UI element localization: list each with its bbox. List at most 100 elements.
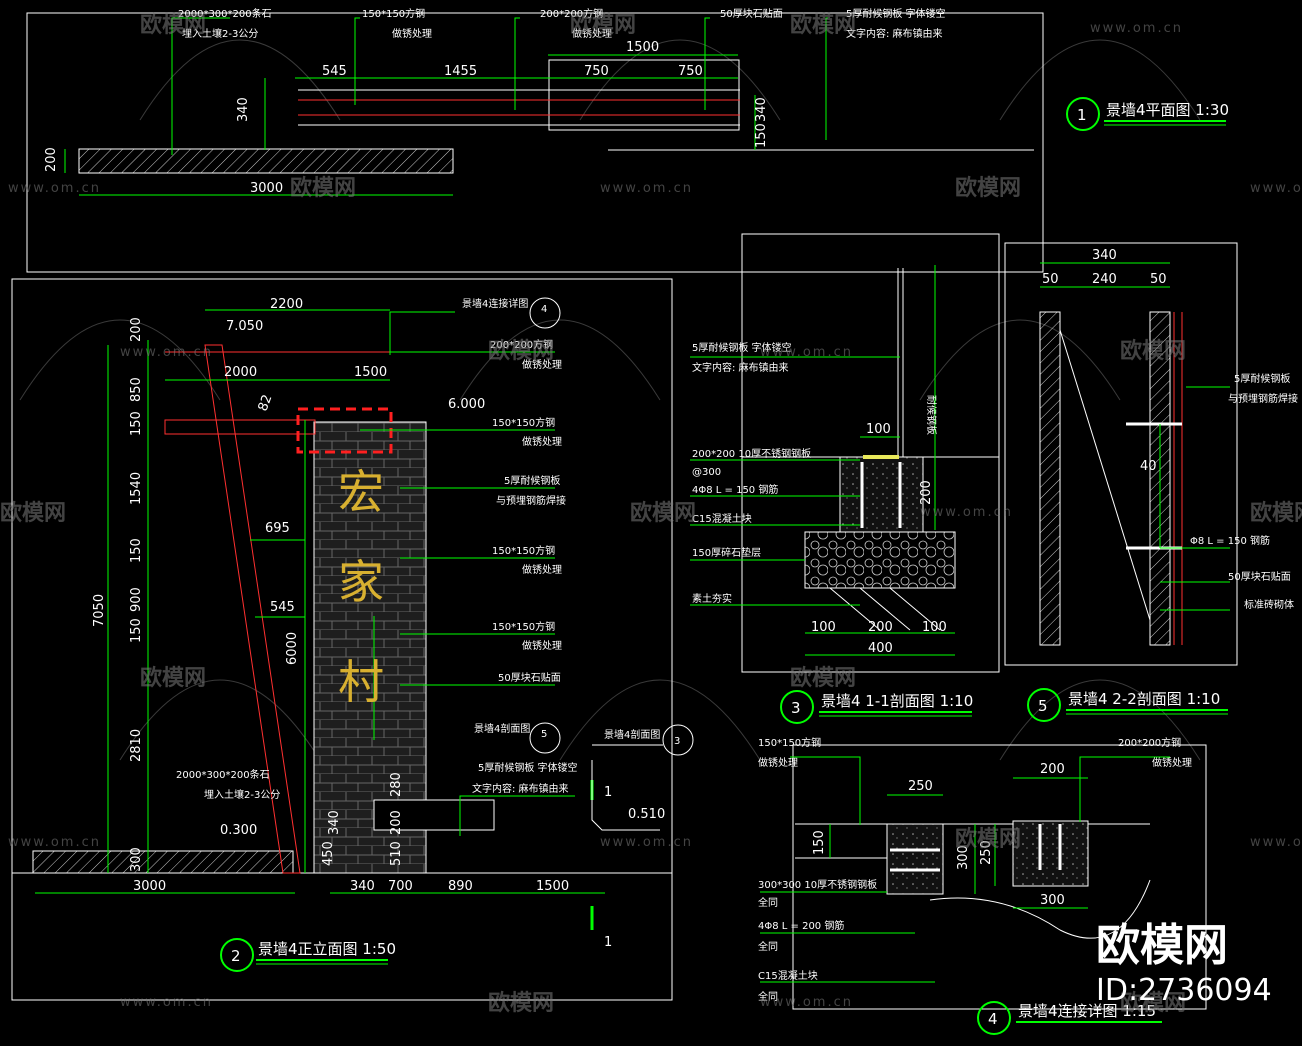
detail-dim-250b: 250 — [979, 840, 994, 865]
section11-gravel-bed — [804, 531, 956, 589]
elev-angle: 82 — [256, 393, 276, 414]
plan-dim-1500: 1500 — [626, 40, 659, 55]
sec11-dim-100a: 100 — [811, 620, 836, 635]
detail-note-4: 做锈处理 — [1152, 756, 1192, 769]
elev-title: 景墙4正立面图 1:50 — [258, 940, 396, 958]
wm-10: www.om.cn — [120, 345, 213, 360]
elev-note-2: 做锈处理 — [522, 358, 562, 371]
plan-dim-3000: 3000 — [250, 181, 283, 196]
elev-char-1: 宏 — [338, 465, 384, 519]
detail-note-10: 全同 — [758, 990, 778, 1003]
plan-dim-1455: 1455 — [444, 64, 477, 79]
elev-dim-340b: 340 — [350, 879, 375, 894]
wm-25: 欧模网 — [488, 990, 554, 1016]
elev-note-11: 50厚块石贴面 — [498, 671, 561, 684]
plan-note-4: 做锈处理 — [392, 27, 432, 40]
sec11-dim-400: 400 — [868, 641, 893, 656]
sec11-note-4: @300 — [692, 467, 721, 478]
elev-dim-left-10: 7050 — [92, 594, 107, 627]
wm-8: 欧模网 — [955, 175, 1021, 201]
elev-note-4: 做锈处理 — [522, 435, 562, 448]
watermarks: 欧模网 欧模网 欧模网 www.om.cn www.om.cn 欧模网 www.… — [0, 12, 1302, 1016]
elev-num: 2 — [231, 947, 241, 965]
plan-dim-545: 545 — [322, 64, 347, 79]
elev-note-15: 埋入土壤2-3公分 — [204, 788, 280, 801]
elev-note-1: 200*200方钢 — [490, 338, 553, 351]
connection-detail-view[interactable]: 150*150方钢 做锈处理 200*200方钢 做锈处理 300*300 10… — [758, 736, 1207, 1035]
wm-18: 欧模网 — [140, 665, 206, 691]
detail-note-1: 150*150方钢 — [758, 736, 821, 749]
sec11-num: 3 — [791, 699, 801, 717]
plan-note-7: 50厚块石贴面 — [720, 7, 783, 20]
elev-dim-1500b: 1500 — [536, 879, 569, 894]
sec22-num: 5 — [1038, 697, 1048, 715]
wm-13: 欧模网 — [1120, 338, 1186, 364]
section-2-2-view[interactable]: 340 50 240 50 40 5厚耐候钢板 与预埋钢筋焊接 Φ8 L = 1… — [1004, 242, 1298, 722]
wm-6: 欧模网 — [290, 175, 356, 201]
detail-note-8: 全同 — [758, 940, 778, 953]
elev-dim-left-5: 150 — [129, 538, 144, 563]
sec11-note-9: 耐候钢板 — [925, 395, 938, 435]
wm-1: 欧模网 — [140, 12, 206, 38]
brand-watermark: 欧模网 — [1096, 920, 1228, 971]
plan-note-1: 2000*300*200条石 — [178, 7, 272, 20]
wm-27: 欧模网 — [1120, 990, 1186, 1016]
elev-callout-5-num[interactable]: 5 — [541, 729, 547, 740]
elev-dim-1500: 1500 — [354, 365, 387, 380]
wm-15: 欧模网 — [630, 500, 696, 526]
elev-section-1-bottom: 1 — [604, 935, 612, 950]
wm-21: www.om.cn — [600, 835, 693, 850]
detail-dim-300b: 300 — [1040, 893, 1065, 908]
elev-elev-7050: 7.050 — [226, 319, 263, 334]
sec11-dim-200: 200 — [919, 480, 934, 505]
elev-dim-3000: 3000 — [133, 879, 166, 894]
elev-section-1-top: 1 — [604, 785, 612, 800]
elev-callout-3-label: 景墙4剖面图 — [604, 728, 660, 741]
sec22-note-5: 标准砖砌体 — [1244, 598, 1294, 611]
sec11-note-5: 4Φ8 L = 150 钢筋 — [692, 483, 778, 496]
elev-stone-bench — [32, 850, 294, 874]
elev-elev-0510: 0.510 — [628, 807, 665, 822]
plan-view[interactable]: 1 景墙4平面图 1:30 2000*300*200条石 埋入土壤2-3公分 1… — [26, 7, 1229, 273]
elev-dim-left-3: 150 — [129, 411, 144, 436]
detail-note-3: 200*200方钢 — [1118, 736, 1181, 749]
elev-char-3: 村 — [338, 655, 384, 709]
wm-14: 欧模网 — [0, 500, 66, 526]
elev-dim-2200: 2200 — [270, 297, 303, 312]
elev-dim-left-8: 2810 — [129, 729, 144, 762]
elev-elev-6000: 6.000 — [448, 397, 485, 412]
elev-dim-545: 545 — [270, 600, 295, 615]
elev-dim-left-7: 150 — [129, 618, 144, 643]
wm-17: 欧模网 — [1250, 500, 1302, 526]
plan-stone-bench — [78, 148, 454, 174]
detail-note-5: 300*300 10厚不锈钢钢板 — [758, 878, 877, 891]
section-1-1-view[interactable]: 5厚耐候钢板 字体镂空 文字内容: 麻布镇由来 200*200 10厚不锈钢钢板… — [690, 233, 1000, 724]
elev-dim-340: 340 — [327, 810, 342, 835]
sec11-note-8: 素土夯实 — [692, 592, 732, 605]
wm-12: www.om.cn — [760, 345, 853, 360]
plan-dim-750a: 750 — [584, 64, 609, 79]
detail-note-6: 全同 — [758, 896, 778, 909]
sec11-title: 景墙4 1-1剖面图 1:10 — [821, 692, 973, 710]
elevation-view[interactable]: 宏 家 村 2200 7.050 2000 1500 82 6.000 0.30… — [11, 278, 694, 1001]
sec22-dim-240: 240 — [1092, 272, 1117, 287]
plan-dim-340b: 340 — [754, 97, 769, 122]
detail-title: 景墙4连接详图 1:15 — [1018, 1002, 1156, 1020]
id-watermark: ID:2736094 — [1096, 973, 1272, 1008]
elev-dim-280: 280 — [389, 772, 404, 797]
elev-dim-left-4: 1540 — [129, 472, 144, 505]
wm-22: 欧模网 — [955, 826, 1021, 852]
detail-dim-300: 300 — [956, 845, 971, 870]
elev-dim-695: 695 — [265, 521, 290, 536]
sec22-dim-50a: 50 — [1042, 272, 1059, 287]
elev-note-12: 5厚耐候钢板 字体镂空 — [478, 761, 578, 774]
elev-callout-3-num[interactable]: 3 — [674, 736, 680, 747]
plan-title: 景墙4平面图 1:30 — [1106, 101, 1229, 119]
plan-note-2: 埋入土壤2-3公分 — [182, 27, 258, 40]
elev-callout-4-num[interactable]: 4 — [541, 304, 547, 315]
wm-2: 欧模网 — [570, 12, 636, 38]
elev-note-7: 150*150方钢 — [492, 544, 555, 557]
plan-note-6: 做锈处理 — [572, 27, 612, 40]
elev-note-6: 与预埋钢筋焊接 — [496, 494, 566, 507]
